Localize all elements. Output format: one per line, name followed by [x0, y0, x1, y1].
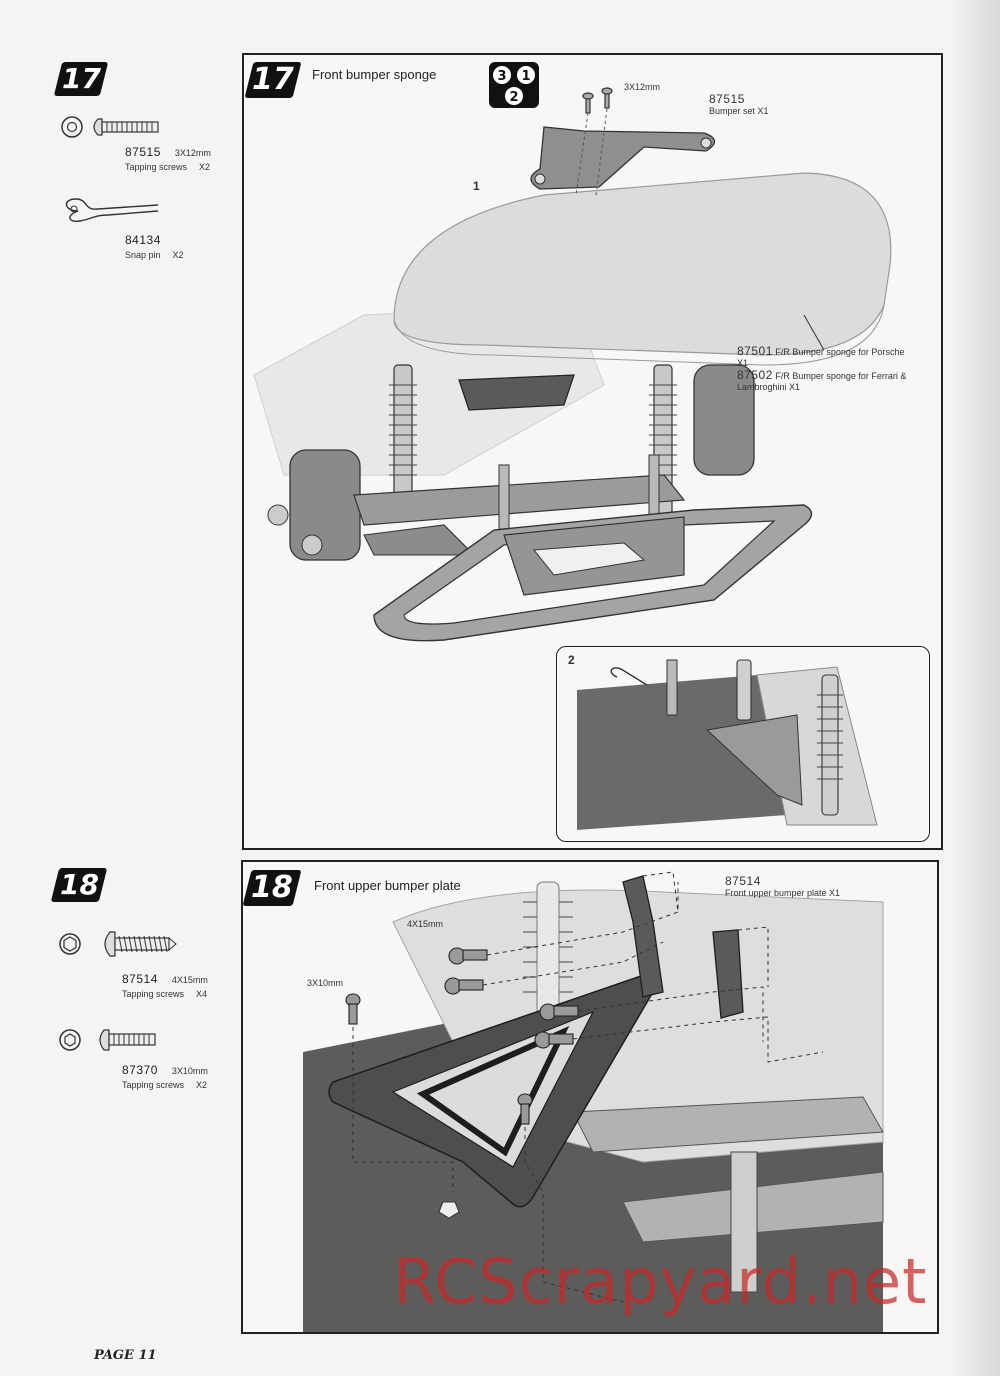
screw-3x10-callout: 3X10mm — [307, 978, 344, 988]
screw-87370-icon — [59, 1029, 156, 1051]
snap-pin-icon — [65, 198, 159, 223]
inset-detail-drawing — [577, 659, 878, 830]
order-1: 1 — [521, 69, 530, 84]
sponge-87502-callout: 87502 F/R Bumper sponge for Ferrari & La… — [737, 368, 907, 392]
watermark: RCScrapyard.net — [393, 1245, 928, 1318]
page-edge — [955, 0, 1000, 1376]
front-bumper-assembly-drawing — [253, 87, 892, 642]
screw-4x15-callout: 4X15mm — [407, 919, 444, 929]
sponge-87501-callout: 87501 F/R Bumper sponge for Porsche X1 — [737, 344, 905, 368]
step-18-title: Front upper bumper plate — [314, 878, 461, 893]
bumper-set-callout: 87515 Bumper set X1 — [709, 92, 769, 116]
screw-87514-icon — [59, 931, 177, 957]
marker-1: 1 — [473, 179, 480, 193]
plate-87514-callout: 87514 Front upper bumper plate X1 — [725, 874, 841, 898]
page-number: PAGE 11 — [94, 1348, 157, 1363]
screw-size-callout: 3X12mm — [624, 82, 661, 92]
front-upper-bumper-plate-drawing — [303, 871, 884, 1332]
marker-2: 2 — [568, 653, 575, 667]
order-2: 2 — [509, 90, 518, 105]
tightening-order-icon: 3 1 2 — [489, 62, 539, 108]
step-17-title: Front bumper sponge — [312, 67, 437, 82]
step-18-badge: 18 — [50, 868, 108, 902]
screw-87515-icon — [61, 116, 159, 138]
order-3: 3 — [497, 69, 506, 84]
step-17-badge: 17 — [53, 62, 109, 96]
